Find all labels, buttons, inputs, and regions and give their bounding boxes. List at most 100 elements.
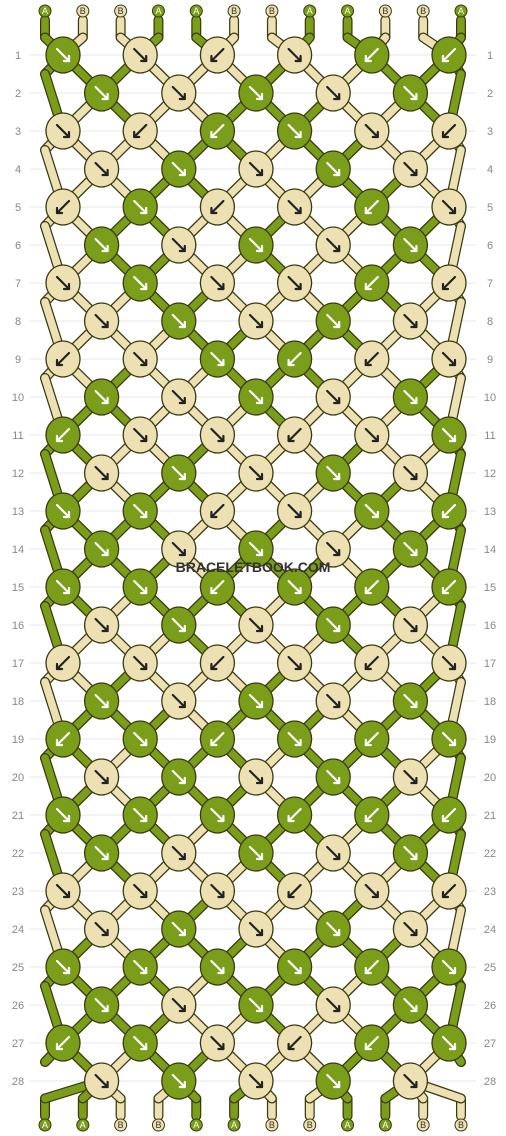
knot	[161, 910, 197, 948]
arrow-head-icon	[441, 282, 450, 291]
knot	[354, 1024, 390, 1062]
arrow-head-icon	[364, 662, 372, 671]
arrow-head-icon	[333, 548, 341, 557]
knot	[83, 74, 120, 112]
arrow-down-right-icon	[171, 85, 186, 101]
arrow-head-icon	[364, 282, 372, 291]
strand-label-top: A	[345, 6, 351, 16]
knot	[83, 226, 120, 264]
arrow-head-icon	[62, 282, 71, 291]
arrow-down-right-icon	[171, 617, 186, 633]
strand-label-bottom: A	[42, 1120, 48, 1130]
arrow-down-right-icon	[133, 731, 148, 747]
arrow-head-icon	[255, 624, 264, 633]
strand-label-top: B	[118, 6, 124, 16]
arrow-down-right-icon	[210, 959, 225, 975]
arrow-down-right-icon	[326, 541, 341, 557]
knot	[45, 112, 81, 150]
knot	[45, 416, 81, 454]
knot	[122, 644, 158, 682]
arrow-down-right-icon	[403, 1073, 418, 1089]
arrow-down-right-icon	[55, 579, 71, 595]
knot	[276, 188, 313, 226]
knot	[315, 606, 351, 644]
row-number-right: 19	[484, 734, 496, 746]
arrow-head-icon	[178, 244, 186, 253]
arrow-head-icon	[255, 700, 264, 709]
knot	[199, 948, 236, 986]
arrow-down-right-icon	[403, 313, 418, 329]
arrow-down-right-icon	[364, 503, 379, 519]
arrow-head-icon	[448, 206, 457, 215]
knot	[199, 644, 236, 682]
strand-end-cap	[378, 4, 392, 18]
strand-end-cap	[454, 1118, 468, 1132]
arrow-head-icon	[62, 966, 71, 975]
row-number-left: 18	[12, 696, 24, 708]
knot	[276, 36, 313, 74]
arrow-head-icon	[62, 54, 71, 63]
arrow-down-right-icon	[441, 427, 457, 443]
row-number-right: 23	[484, 886, 496, 898]
arrow-down-left-icon	[287, 427, 302, 443]
knot	[431, 568, 467, 606]
arrow-down-left-icon	[210, 579, 225, 595]
row-number-right: 7	[487, 278, 493, 290]
arrow-head-icon	[333, 396, 341, 405]
strand-label-top: A	[458, 6, 464, 16]
arrow-head-icon	[178, 320, 186, 329]
strand-end-cap	[189, 4, 203, 18]
arrow-down-right-icon	[94, 769, 109, 785]
knot	[161, 302, 197, 340]
arrow-down-right-icon	[94, 845, 109, 861]
arrow-head-icon	[101, 1080, 109, 1089]
arrow-down-right-icon	[403, 921, 418, 937]
strand-end-cap	[341, 4, 355, 18]
strand-label-top: A	[42, 6, 48, 16]
knot	[199, 1024, 236, 1062]
knot	[354, 948, 390, 986]
row-number-left: 17	[12, 658, 24, 670]
arrow-down-left-icon	[441, 47, 457, 63]
arrow-head-icon	[140, 586, 148, 595]
row-number-left: 28	[12, 1076, 24, 1088]
row-number-left: 8	[15, 316, 21, 328]
arrow-head-icon	[178, 396, 186, 405]
strand-label-top: A	[193, 6, 199, 16]
arrow-head-icon	[140, 358, 148, 367]
knot	[276, 1024, 313, 1062]
arrow-head-icon	[364, 54, 372, 63]
knot	[238, 682, 274, 720]
knot	[199, 416, 236, 454]
knot	[45, 796, 81, 834]
arrow-down-right-icon	[326, 845, 341, 861]
knot	[354, 796, 390, 834]
knot	[83, 606, 120, 644]
arrow-down-right-icon	[326, 313, 341, 329]
arrow-down-right-icon	[326, 237, 341, 253]
strand-end-cap	[114, 1118, 128, 1132]
knot	[83, 986, 120, 1024]
arrow-head-icon	[255, 928, 264, 937]
arrow-down-right-icon	[248, 541, 264, 557]
arrow-head-icon	[410, 548, 418, 557]
knot	[276, 492, 313, 530]
strand-end-cap	[454, 4, 468, 18]
knot	[431, 36, 467, 74]
arrow-head-icon	[448, 1042, 457, 1051]
arrow-down-right-icon	[326, 693, 341, 709]
arrow-head-icon	[133, 130, 141, 139]
arrow-head-icon	[333, 776, 341, 785]
row-number-left: 4	[15, 164, 21, 176]
arrow-down-right-icon	[94, 237, 109, 253]
arrow-head-icon	[178, 472, 186, 481]
knot	[161, 758, 197, 796]
arrow-head-icon	[178, 1004, 186, 1013]
arrow-down-left-icon	[441, 123, 457, 139]
row-number-left: 19	[12, 734, 24, 746]
knot	[83, 150, 120, 188]
arrow-head-icon	[178, 700, 186, 709]
arrow-down-right-icon	[171, 313, 186, 329]
row-number-right: 21	[484, 810, 496, 822]
